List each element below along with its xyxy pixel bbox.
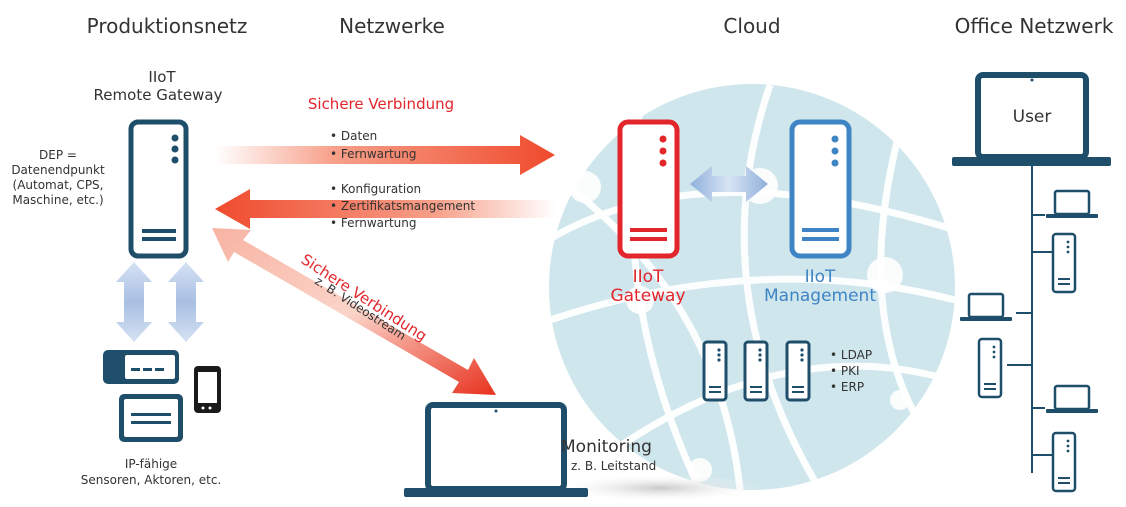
iiot-management-label-line1: IIoT	[805, 267, 836, 287]
secure-connection-title: Sichere Verbindung	[308, 95, 454, 113]
arrow-diagonal-monitoring	[212, 228, 496, 395]
iiot-gateway-server-icon	[617, 119, 680, 259]
iiot-management-server-icon	[789, 119, 852, 259]
arrow-config-from-cloud	[215, 189, 555, 229]
service-pki: • PKI	[830, 364, 860, 378]
remote-gateway-server-icon	[128, 119, 189, 259]
service-erp: • ERP	[830, 380, 864, 394]
remote-gateway-label-line2: Remote Gateway	[94, 86, 223, 104]
service-ldap: • LDAP	[830, 348, 872, 362]
arrow-gateway-sensors-right	[168, 262, 204, 342]
monitoring-sublabel: z. B. Leitstand	[571, 459, 656, 473]
dep-label-line3: (Automat, CPS,	[13, 178, 104, 192]
iiot-gateway-label-line1: IIoT	[633, 267, 664, 287]
cloud-globe	[549, 84, 955, 490]
actor-device-icon	[119, 394, 183, 442]
return-item-remote-maintenance: • Fernwartung	[330, 216, 416, 230]
arrow-gateway-sensors-left	[116, 262, 152, 342]
office-laptop-icon-3	[1046, 384, 1098, 413]
dep-label-line2: Datenendpunkt	[11, 163, 105, 177]
dep-label-line1: DEP =	[39, 148, 77, 162]
return-item-certificates: • Zertifikatsmangement	[330, 199, 475, 213]
arrow-data-to-cloud	[215, 135, 555, 175]
arrow-gateway-management	[690, 166, 768, 202]
office-tower-icon-2	[977, 337, 1003, 399]
office-user-laptop-icon	[952, 72, 1111, 166]
office-user-label: User	[1013, 107, 1052, 127]
monitoring-label: Monitoring	[561, 437, 652, 457]
sensor-device-icon	[103, 350, 179, 384]
return-item-configuration: • Konfiguration	[330, 182, 421, 196]
office-laptop-icon-1	[1046, 189, 1098, 218]
column-heading-cloud: Cloud	[723, 14, 780, 38]
column-heading-production: Produktionsnetz	[87, 14, 248, 38]
service-server-icon-2	[743, 340, 769, 402]
flow-item-data: • Daten	[330, 129, 377, 143]
column-heading-office: Office Netzwerk	[955, 14, 1114, 38]
office-tower-icon-3	[1051, 431, 1077, 493]
iiot-management-label-line2: Management	[764, 286, 876, 306]
sensors-label-line1: IP-fähige	[125, 457, 177, 471]
mobile-phone-icon	[194, 366, 221, 413]
office-network-lines	[1007, 166, 1052, 473]
monitoring-shadow	[555, 474, 765, 502]
sensors-label-line2: Sensoren, Aktoren, etc.	[81, 473, 221, 487]
service-server-icon-1	[702, 340, 728, 402]
office-laptop-icon-2	[960, 292, 1012, 321]
office-tower-icon-1	[1051, 232, 1077, 294]
monitoring-laptop-icon	[404, 402, 588, 497]
dep-label-line4: Maschine, etc.)	[12, 193, 103, 207]
flow-item-remote-maintenance: • Fernwartung	[330, 147, 416, 161]
iiot-gateway-label-line2: Gateway	[610, 286, 685, 306]
remote-gateway-label-line1: IIoT	[148, 68, 176, 86]
column-heading-networks: Netzwerke	[339, 14, 445, 38]
service-server-icon-3	[785, 340, 811, 402]
